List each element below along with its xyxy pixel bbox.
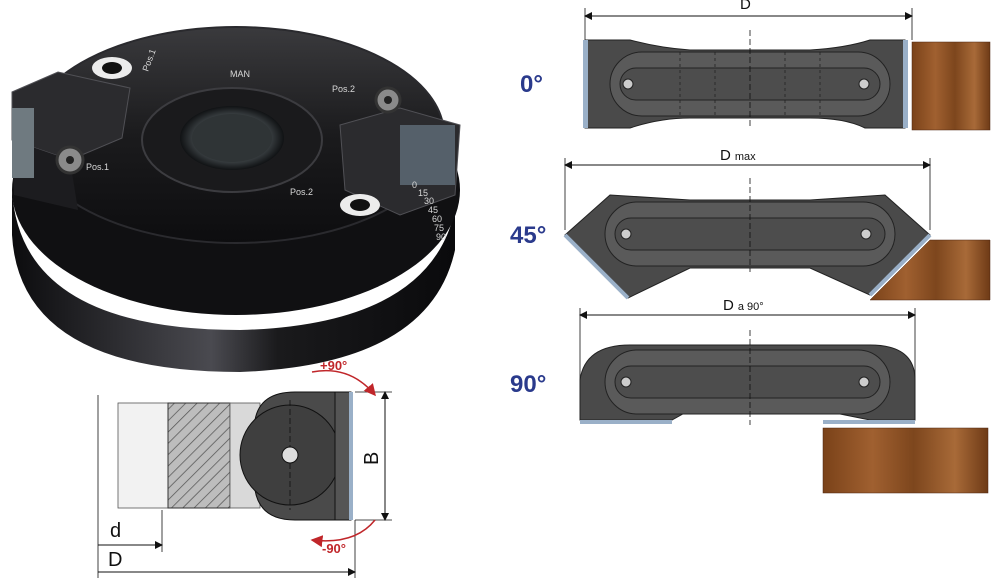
- svg-text:30: 30: [424, 196, 434, 206]
- dimension-label: D: [740, 0, 751, 13]
- svg-text:15: 15: [418, 188, 428, 198]
- section-view: D d B +90° -90°: [97, 358, 392, 578]
- rotation-arrow-plus: [311, 369, 376, 397]
- configuration-0: 0° D: [520, 0, 991, 131]
- angle-label: 45°: [510, 222, 546, 249]
- svg-text:90: 90: [436, 232, 446, 242]
- position-label: Pos.2: [290, 187, 313, 197]
- svg-text:75: 75: [434, 223, 444, 233]
- height-label: B: [361, 452, 383, 465]
- angle-scale: 0 15 30 45 60 75 90: [412, 180, 446, 242]
- svg-text:60: 60: [432, 214, 442, 224]
- product-photo: MAN Pos.1 Pos.2 Pos.1 Pos.2 0 15 30 45 6…: [11, 26, 461, 372]
- rotation-arrow-minus: [310, 519, 376, 548]
- brand-label: MAN: [230, 69, 250, 79]
- diameter-label: D: [108, 549, 122, 571]
- position-label: Pos.2: [332, 84, 355, 94]
- plus-angle-label: +90°: [320, 358, 347, 373]
- angle-label: 0°: [520, 71, 543, 98]
- bore-label: d: [110, 520, 121, 542]
- minus-angle-label: -90°: [322, 541, 346, 556]
- svg-text:45: 45: [428, 205, 438, 215]
- svg-text:0: 0: [412, 180, 417, 190]
- position-label: Pos.1: [86, 162, 109, 172]
- angle-label: 90°: [510, 371, 546, 398]
